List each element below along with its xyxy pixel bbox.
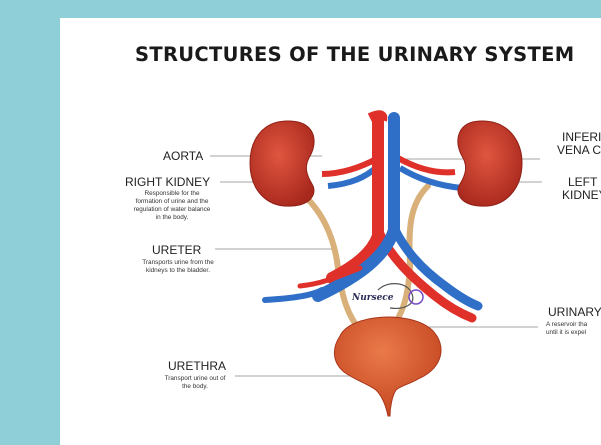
right-kidney-label: RIGHT KIDNEY — [125, 176, 210, 189]
ureter-description: Transports urine from the kidneys to the… — [128, 259, 228, 275]
infographic-sheet: STRUCTURES OF THE URINARY SYSTEM — [60, 18, 601, 445]
brand-logo: Nursece — [352, 293, 394, 303]
bladder-shape — [334, 317, 441, 416]
right-kidney-description: Responsible for the formation of urine a… — [122, 190, 222, 222]
right-kidney-shape — [250, 121, 314, 206]
urinary-system-illustration — [60, 18, 601, 445]
right-ureter — [292, 186, 360, 330]
left-kidney-label: LEFT KIDNEY — [568, 176, 601, 202]
aorta-label: AORTA — [163, 150, 203, 163]
left-kidney-shape — [458, 121, 522, 206]
urinary-bladder-description: A reservoir tha until it is expel — [546, 321, 601, 337]
urethra-description: Transport urine out of the body. — [155, 375, 235, 391]
ureter-label: URETER — [152, 244, 201, 257]
urethra-label: URETHRA — [168, 360, 226, 373]
aorta — [332, 118, 378, 278]
inferior-vena-cava-label: INFERIO VENA CA — [562, 131, 601, 157]
urinary-bladder-label: URINARY — [548, 306, 601, 319]
